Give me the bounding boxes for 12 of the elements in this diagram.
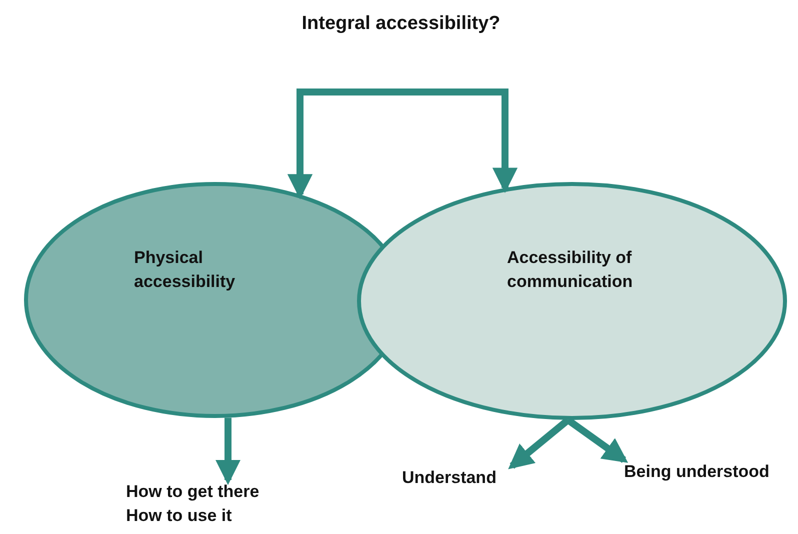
outcome-label: How to use it bbox=[126, 505, 233, 527]
outcome-label: Being understood bbox=[624, 461, 770, 483]
ellipse-label: Accessibility of communication bbox=[507, 247, 634, 293]
arrow bbox=[287, 88, 402, 200]
arrow bbox=[508, 417, 570, 470]
heading-label: Integral accessibility? bbox=[300, 12, 502, 36]
outcome-label: Understand bbox=[402, 467, 498, 489]
arrow bbox=[566, 417, 628, 463]
arrow bbox=[402, 88, 518, 193]
ellipse-label: Physical accessibility bbox=[134, 247, 236, 293]
arrow bbox=[215, 418, 241, 486]
outcome-label: How to get there bbox=[126, 481, 260, 503]
